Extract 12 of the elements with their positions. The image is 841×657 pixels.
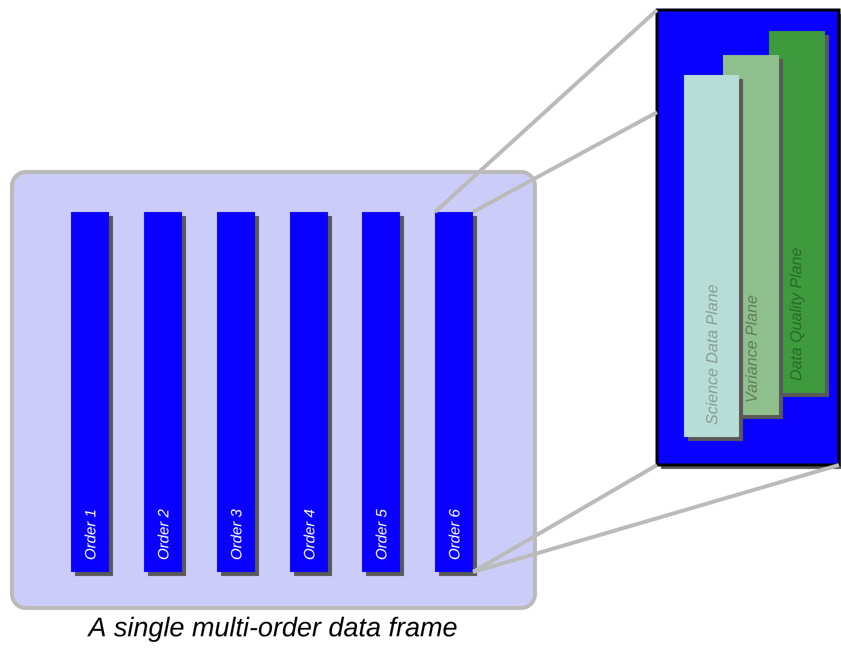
plane-sheet: Science Data Plane bbox=[684, 75, 743, 441]
order-bar: Order 2 bbox=[144, 212, 186, 576]
order-bar: Order 5 bbox=[362, 212, 404, 576]
order-bar: Order 1 bbox=[71, 212, 113, 576]
order-bar: Order 4 bbox=[290, 212, 332, 576]
zoom-line bbox=[434, 8, 658, 214]
zoom-line bbox=[472, 110, 658, 214]
frame-label: A single multi-order data frame bbox=[87, 616, 457, 642]
zoom-line bbox=[472, 463, 658, 574]
order-bar: Order 6 bbox=[435, 212, 477, 576]
order-bar: Order 3 bbox=[217, 212, 259, 576]
zoom-line bbox=[472, 463, 840, 574]
